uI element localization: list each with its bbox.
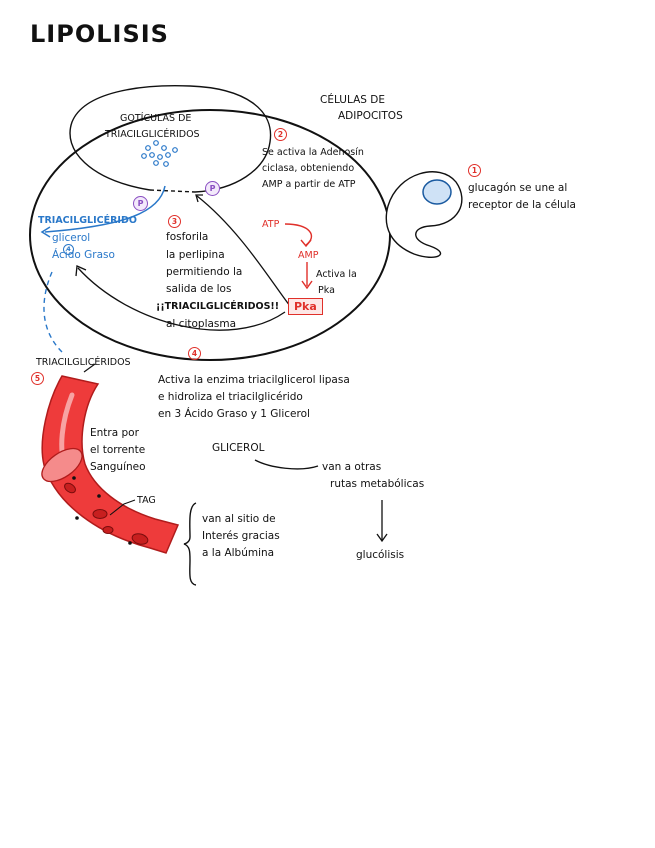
phosphate-icon: P (133, 196, 148, 211)
droplet-label-line2: TRIACILGLICÉRIDOS (105, 129, 200, 140)
droplet-label-line1: GOTÍCULAS DE (120, 113, 192, 124)
rutas-down-arrowhead (376, 533, 388, 543)
step-1-line2: receptor de la célula (468, 199, 576, 211)
amp-label: AMP (298, 250, 319, 261)
albumina-line3: a la Albúmina (202, 547, 275, 559)
glucolisis-label: glucólisis (356, 549, 405, 561)
product-tag: TRIACILGLICÉRIDO (38, 215, 137, 226)
step-4-badge: 4 (188, 347, 201, 360)
product-acido-graso: Ácido Graso (52, 249, 115, 261)
activa-line2: Pka (318, 285, 335, 296)
step-3-line6: al citoplasma (166, 318, 237, 330)
tag-exit-dashed (43, 271, 63, 353)
step-3-line4: salida de los (166, 283, 232, 295)
rutas-line2: rutas metabólicas (330, 478, 425, 490)
lipase-arrow (77, 267, 286, 331)
tag-small-label: TAG (137, 495, 156, 506)
cell-label-line1: CÉLULAS DE (320, 94, 385, 106)
droplet-dashed-edge (149, 189, 196, 193)
step-3-line5: ¡¡TRIACILGLICÉRIDOS!! (156, 301, 280, 312)
step-2-line2: ciclasa, obteniendo (262, 163, 355, 174)
activa-line1: Activa la (316, 269, 357, 280)
glicerol-label: GLICEROL (212, 442, 265, 454)
vessel-pointer (83, 363, 96, 373)
torrente-line1: Entra por (90, 427, 139, 439)
step-4-line3: en 3 Ácido Graso y 1 Glicerol (158, 408, 310, 420)
step-2-line3: AMP a partir de ATP (262, 179, 356, 190)
release-arrowhead (40, 226, 51, 238)
blood-vessel (41, 375, 180, 554)
atp-label: ATP (262, 219, 280, 230)
step-1-line1: glucagón se une al (468, 182, 568, 194)
step-4-line2: e hidroliza el triacilglicérido (158, 391, 303, 403)
pka-to-perilipin-arrow (196, 195, 291, 307)
albumina-line1: van al sitio de (202, 513, 276, 525)
vessel-cross-section (41, 447, 83, 483)
albumin-dots (72, 476, 132, 545)
step-2-badge: 2 (274, 128, 287, 141)
pka-box: Pka (288, 298, 323, 315)
pka-to-perilipin-arrowhead (195, 194, 203, 203)
receptor (385, 171, 463, 258)
torrente-line2: el torrente (90, 444, 146, 456)
albumina-line2: Interés gracias (202, 530, 280, 542)
release-arrow (44, 185, 166, 233)
step-3-line3: permitiendo la (166, 266, 243, 278)
product-glicerol: glicerol (52, 232, 91, 244)
atp-amp-arrow (284, 223, 312, 246)
atp-amp-arrowhead (300, 239, 312, 248)
step-3-line2: la perlipina (166, 249, 225, 261)
step-2-line1: Se activa la Adenosín (262, 147, 364, 158)
rutas-line1: van a otras (322, 461, 382, 473)
cell-label-line2: ADIPOCITOS (338, 110, 403, 122)
step-3-line1: fosforila (166, 231, 209, 243)
product-count-badge: 4 (63, 244, 74, 255)
step-3-badge: 3 (168, 215, 181, 228)
page-title: LIPOLISIS (30, 20, 169, 48)
tag-out-label: TRIACILGLICÉRIDOS (36, 357, 131, 368)
lipase-arrowhead (75, 265, 87, 277)
step-1-badge: 1 (468, 164, 481, 177)
step-4-line1: Activa la enzima triacilglicerol lipasa (158, 374, 350, 386)
phosphate-icon-2: P (205, 181, 220, 196)
torrente-line3: Sanguíneo (90, 461, 146, 473)
red-blood-cells (64, 482, 149, 545)
amp-pka-arrowhead (301, 280, 313, 290)
step-5-badge: 5 (31, 372, 44, 385)
glicerol-arrow (254, 459, 319, 470)
lipid-droplet (69, 85, 272, 193)
triglyceride-droplets (141, 140, 178, 167)
albumin-brace (183, 502, 197, 586)
glucagon-icon (422, 179, 452, 205)
tag-pointer (109, 499, 136, 516)
